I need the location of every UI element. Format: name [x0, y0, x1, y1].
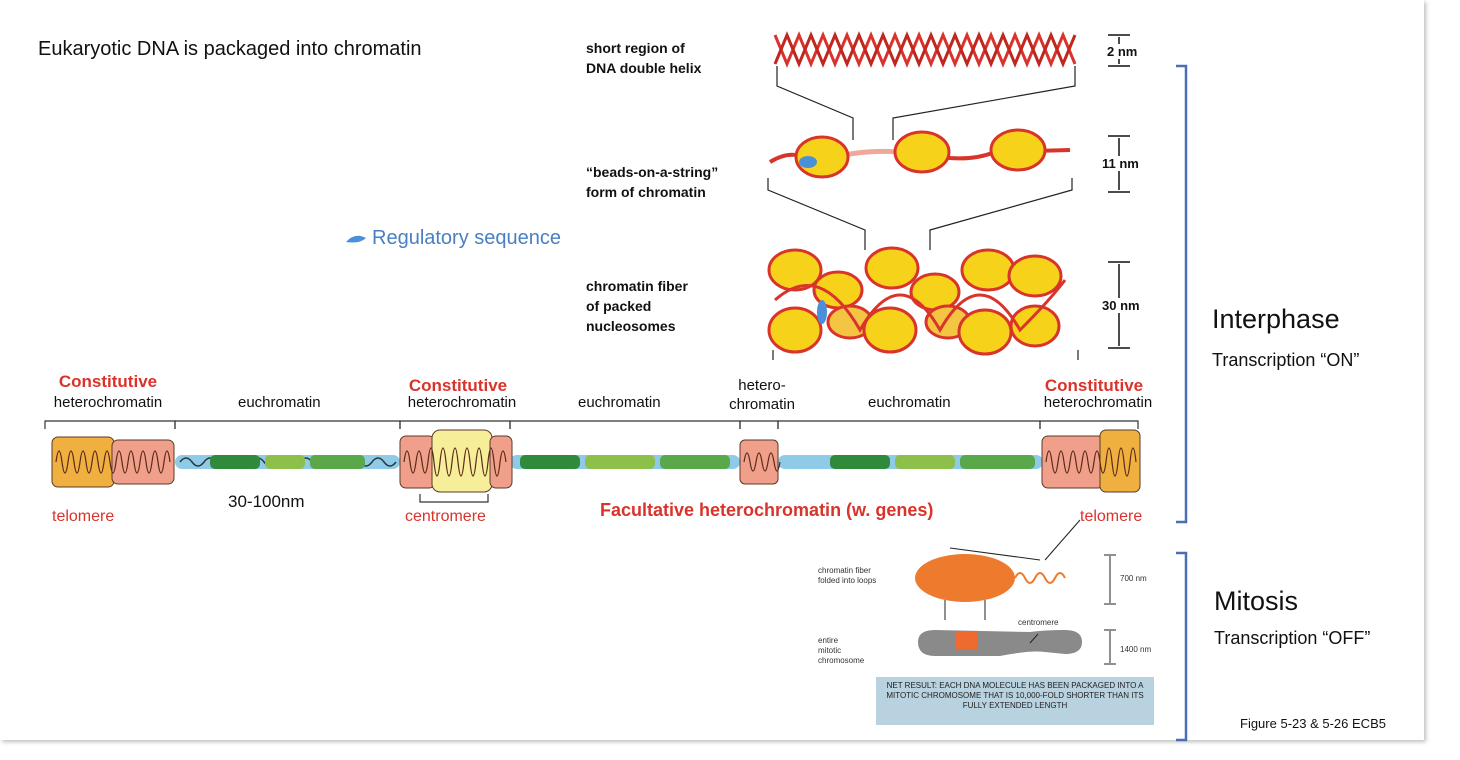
heterochromatin-label-3: hetero- chromatin [729, 377, 795, 413]
mitotic-loops [915, 519, 1081, 620]
facultative-label: Facultative heterochromatin (w. genes) [600, 500, 934, 520]
heterochromatin-label-1: heterochromatin [53, 394, 163, 411]
telomere-label-left: telomere [52, 508, 115, 525]
beads-label: “beads-on-a-string” form of chromatin [586, 164, 719, 200]
zoom-lines-1 [776, 66, 1076, 140]
fiber-scale-label: 30 nm [1100, 298, 1142, 313]
zoom-lines-2 [767, 178, 1073, 250]
euchromatin-label-1: euchromatin [238, 394, 321, 411]
chromosome-backbone [175, 455, 1043, 469]
helix-scale-label: 2 nm [1105, 44, 1140, 59]
euchromatin-label-3: euchromatin [868, 394, 951, 411]
helix-label: short region of DNA double helix [586, 40, 702, 76]
heterochromatin-blocks [51, 429, 1141, 493]
region-brackets [44, 420, 1139, 429]
constitutive-label-1: Constitutive [58, 372, 158, 391]
mitotic-chromosome-label: entire mitotic chromosome [818, 636, 865, 665]
constitutive-label-2: Constitutive [408, 376, 508, 395]
interphase-bracket [1176, 64, 1188, 524]
chromatin-fiber-30nm [767, 246, 1067, 356]
net-result-box: NET RESULT: EACH DNA MOLECULE HAS BEEN P… [876, 677, 1154, 725]
dna-helix [773, 31, 1077, 68]
mitosis-title: Mitosis [1214, 586, 1299, 616]
euchromatin-label-2: euchromatin [578, 394, 661, 411]
mitosis-subtitle: Transcription “OFF” [1214, 628, 1371, 648]
chromosome-scale-bar [1104, 629, 1116, 665]
heterochromatin-label-2: heterochromatin [407, 394, 517, 411]
interphase-subtitle: Transcription “ON” [1212, 350, 1360, 370]
mitotic-chromosome [918, 630, 1082, 656]
fiber-size-label: 30-100nm [228, 492, 305, 511]
beads-scale-label: 11 nm [1100, 156, 1141, 171]
fiber-label: chromatin fiber of packed nucleosomes [586, 278, 688, 334]
heterochromatin-label-4: heterochromatin [1043, 394, 1153, 411]
interphase-title: Interphase [1212, 304, 1340, 334]
centromere-label: centromere [405, 508, 486, 525]
loops-scale-label: 700 nm [1120, 574, 1147, 583]
chromosome-scale-label: 1400 nm [1120, 645, 1152, 654]
figure-reference: Figure 5-23 & 5-26 ECB5 [1240, 716, 1386, 731]
loops-label: chromatin fiber folded into loops [818, 566, 877, 585]
mitotic-centromere-label: centromere [1018, 618, 1059, 627]
regulatory-sequence-label: Regulatory sequence [372, 227, 562, 249]
beads-on-string [768, 128, 1071, 179]
centromere-bracket [419, 494, 489, 503]
telomere-label-right: telomere [1080, 508, 1143, 525]
loops-scale-bar [1104, 554, 1116, 605]
mitosis-bracket [1176, 551, 1188, 742]
constitutive-label-3: Constitutive [1044, 376, 1144, 395]
slide-title: Eukaryotic DNA is packaged into chromati… [38, 38, 422, 60]
chromatin-coils [55, 447, 1137, 477]
regulatory-marker [346, 235, 366, 243]
